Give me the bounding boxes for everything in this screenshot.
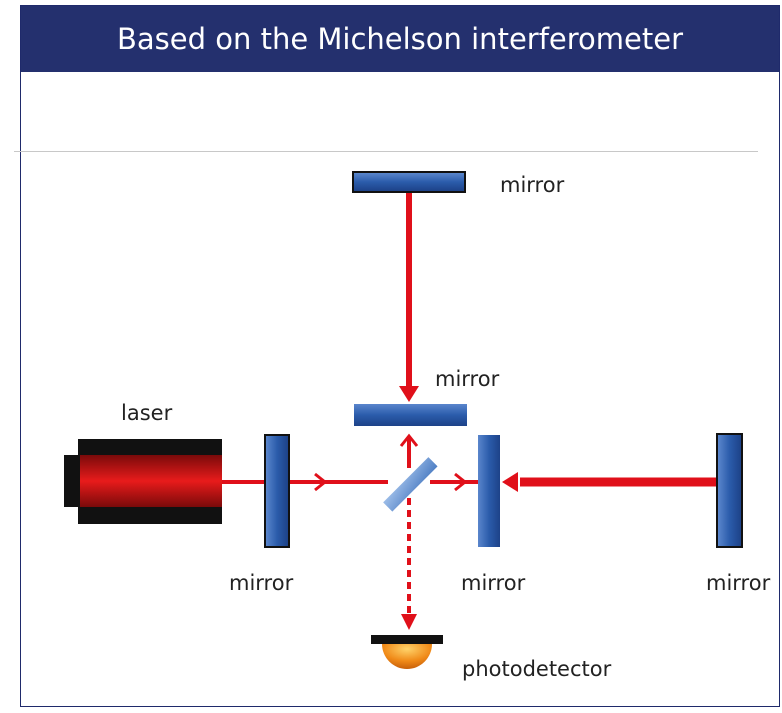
beam-to-photodetector xyxy=(401,498,417,630)
mirror-right-outer xyxy=(716,433,743,548)
label-mirror-center: mirror xyxy=(435,367,500,391)
label-photodetector: photodetector xyxy=(462,657,612,681)
mirror-left xyxy=(264,434,290,548)
mirror-top xyxy=(352,171,466,193)
mirror-right-inner xyxy=(478,435,500,547)
label-mirror-left: mirror xyxy=(229,571,294,595)
beam-up-arrow xyxy=(399,433,419,468)
beam-splitter xyxy=(383,457,438,512)
slide-frame: Based on the Michelson interferometer xyxy=(20,5,780,707)
label-mirror-top: mirror xyxy=(500,173,565,197)
beam-to-splitter xyxy=(290,472,388,492)
label-laser: laser xyxy=(121,401,173,425)
laser xyxy=(64,439,222,524)
beam-right-to-inner xyxy=(502,472,716,492)
beam-splitter-to-right xyxy=(430,472,478,492)
divider-line xyxy=(14,151,758,152)
label-mirror-right-inner: mirror xyxy=(461,571,526,595)
slide-title: Based on the Michelson interferometer xyxy=(21,6,779,72)
mirror-center xyxy=(354,404,467,426)
photodetector xyxy=(371,635,443,669)
label-mirror-right-outer: mirror xyxy=(706,571,771,595)
beam-top-vertical xyxy=(399,193,419,402)
